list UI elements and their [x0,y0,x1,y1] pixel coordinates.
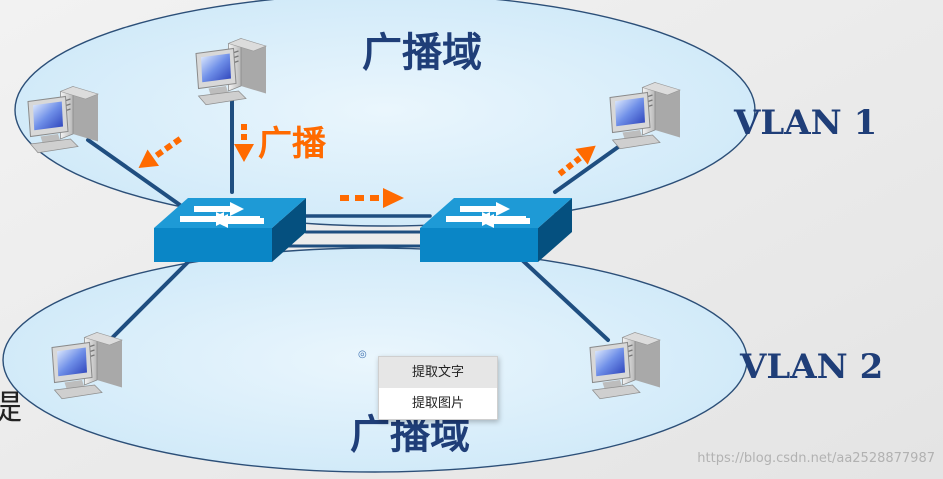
menu-item-extract-image[interactable]: 提取图片 [411,396,464,411]
cursor-icon: ◎ [358,349,367,360]
broadcast-label: 广播 [258,124,327,164]
network-links [86,98,630,342]
broadcast-arrow-icon [138,124,596,208]
partial-side-text: 提 [0,388,22,428]
menu-item-extract-text[interactable]: 提取文字 [379,357,497,388]
context-menu: 提取文字 提取图片 [378,356,498,420]
broadcast-domain-vlan2 [2,247,748,473]
broadcast-domain-title-top: 广播域 [362,30,482,76]
vlan2-label: VLAN 2 [739,347,883,387]
vlan1-label: VLAN 1 [733,103,877,143]
watermark: https://blog.csdn.net/aa2528877987 [697,451,935,466]
